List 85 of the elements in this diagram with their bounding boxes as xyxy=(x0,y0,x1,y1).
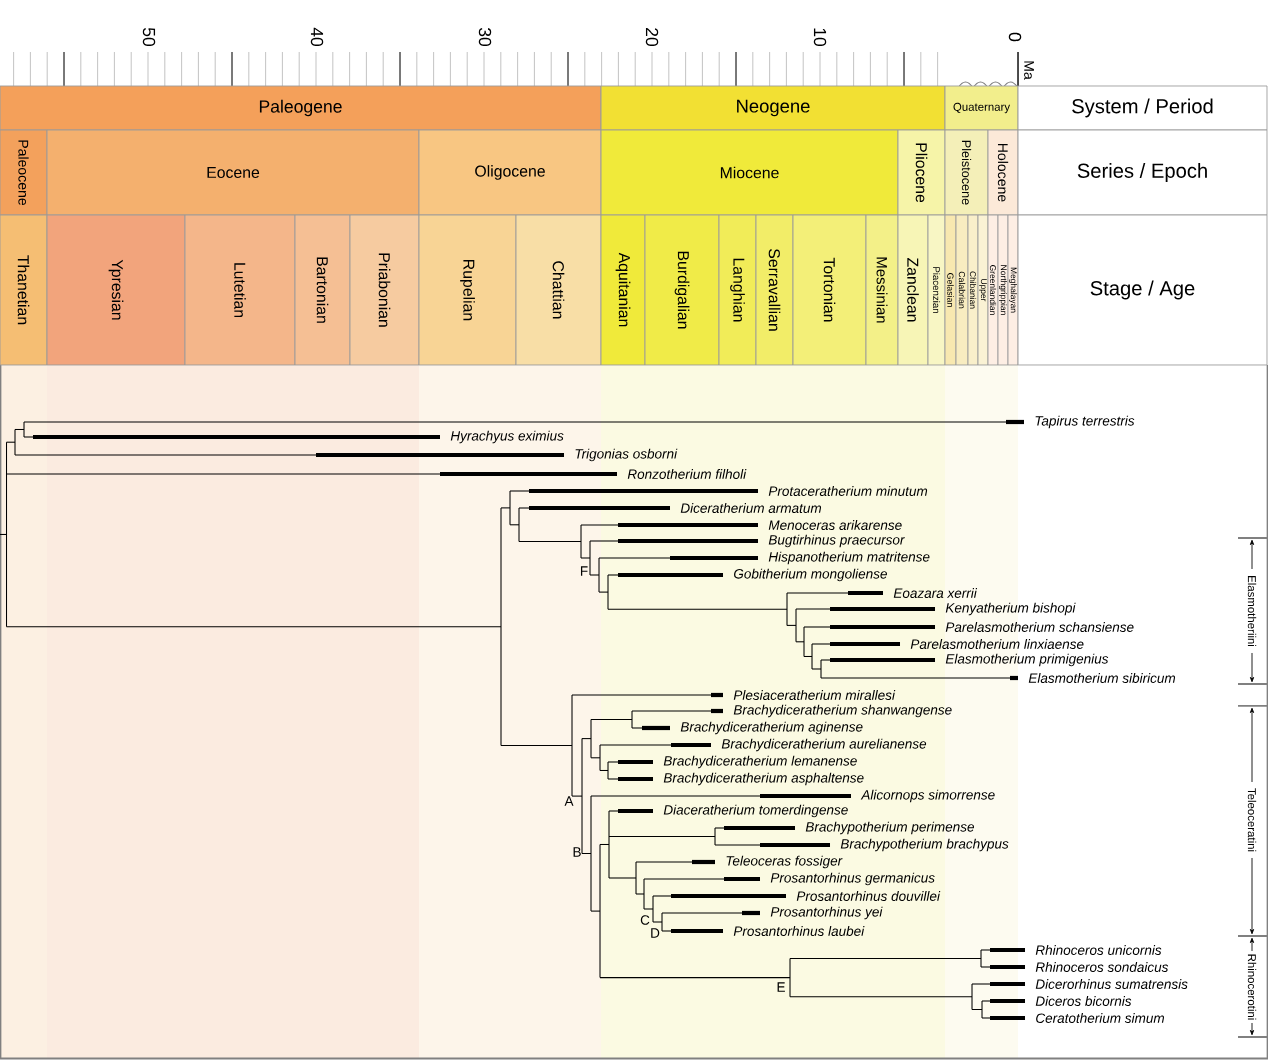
stage-cell: Upper xyxy=(977,214,989,366)
stage-cell: Meghalayan xyxy=(1007,214,1019,366)
stage-cell: Calabrian xyxy=(955,214,969,366)
axis-tick-label: 30 xyxy=(478,27,492,47)
stage-cell: Tortonian xyxy=(792,214,867,366)
clade-letter: F xyxy=(581,566,588,576)
axis-tick-label: 50 xyxy=(142,27,156,47)
taxon-name: Brachydiceratherium aginense xyxy=(680,721,863,735)
taxon-name: Parelasmotherium linxiaense xyxy=(910,639,1084,649)
taxon-name: Hyrachyus eximius xyxy=(450,430,564,444)
taxon-name: Elasmotherium sibiricum xyxy=(1028,673,1176,683)
taxon-name: Teleoceras fossiger xyxy=(726,855,843,869)
taxon-name: Tapirus terrestris xyxy=(1035,415,1135,429)
clade-letter: C xyxy=(640,915,650,925)
stage-cell: Zanclean xyxy=(897,214,929,366)
taxon-name: Bugtirhinus praecursor xyxy=(768,534,905,548)
taxon-name: Ronzotherium filholi xyxy=(627,469,747,479)
taxon-name: Rhinoceros sondaicus xyxy=(1035,962,1169,972)
stage-cell: Burdigalian xyxy=(644,214,720,366)
stage-cell: Messinian xyxy=(865,214,899,366)
axis-tick-label: 10 xyxy=(813,28,827,47)
epoch-cell: Eocene xyxy=(46,129,420,216)
header-cell: System / Period xyxy=(1017,85,1268,131)
stage-cell: Aquitanian xyxy=(600,214,646,366)
taxon-name: Trigonias osborni xyxy=(575,448,678,462)
period-cell: Neogene xyxy=(600,85,946,131)
stage-cell: Chattian xyxy=(515,214,602,366)
clade-letter: A xyxy=(564,796,574,806)
taxon-name: Brachydiceratherium lemanense xyxy=(663,755,857,769)
taxon-name: Parelasmotherium schansiense xyxy=(945,622,1134,632)
epoch-cell: Holocene xyxy=(987,129,1019,216)
clade-letter: B xyxy=(573,847,581,857)
axis-tick-label: 40 xyxy=(310,27,324,47)
taxon-name: Diceros bicornis xyxy=(1035,996,1132,1006)
clade-name: Rhinocerotini xyxy=(1247,954,1257,1020)
taxon-name: Brachydiceratherium aurelianense xyxy=(721,738,927,752)
stage-cell: Greenlandian xyxy=(987,214,999,366)
period-cell: Paleogene xyxy=(0,85,602,131)
taxon-name: Diceratherium armatum xyxy=(680,503,822,513)
epoch-cell: Pleistocene xyxy=(944,129,989,216)
taxon-name: Brachydiceratherium asphaltense xyxy=(663,772,864,786)
taxon-name: Prosantorhinus laubei xyxy=(733,926,865,936)
stage-cell: Rupelian xyxy=(418,214,517,366)
taxon-name: Diaceratherium tomerdingense xyxy=(663,804,848,818)
stage-cell: Chibanian xyxy=(967,214,979,366)
taxon-name: Ceratotherium simum xyxy=(1036,1013,1164,1023)
taxon-name: Dicerorhinus sumatrensis xyxy=(1035,979,1188,989)
taxon-name: Prosantorhinus yei xyxy=(770,906,883,920)
epoch-cell: Oligocene xyxy=(418,129,602,216)
stage-cell: Thanetian xyxy=(0,214,48,366)
stage-cell: Lutetian xyxy=(184,214,296,366)
taxon-name: Prosantorhinus germanicus xyxy=(770,872,935,886)
clade-letter: E xyxy=(777,982,785,992)
taxon-name: Brachypotherium perimense xyxy=(805,821,974,835)
taxon-name: Alicornops simorrense xyxy=(860,789,995,803)
taxon-name: Gobitherium mongoliense xyxy=(734,568,887,582)
taxon-name: Protaceratherium minutum xyxy=(768,486,928,496)
stage-cell: Ypresian xyxy=(46,214,186,366)
taxon-name: Hispanotherium matritense xyxy=(768,551,930,565)
stage-cell: Langhian xyxy=(718,214,757,366)
stage-cell: Bartonian xyxy=(294,214,351,366)
taxon-name: Elasmotherium primigenius xyxy=(945,653,1109,667)
axis-tick-label: 20 xyxy=(645,28,659,47)
epoch-cell: Paleocene xyxy=(0,129,48,216)
stage-cell: Gelasian xyxy=(944,214,957,366)
header-cell: Stage / Age xyxy=(1017,214,1268,366)
axis-tick-label: 0 xyxy=(1008,32,1022,42)
stage-cell: Serravallian xyxy=(755,214,794,366)
taxon-name: Brachypotherium brachypus xyxy=(840,838,1009,852)
stage-cell: Northgrippian xyxy=(997,214,1009,366)
period-cell: Quaternary xyxy=(944,85,1019,131)
taxon-name: Prosantorhinus douvillei xyxy=(796,891,941,901)
header-cell: Series / Epoch xyxy=(1017,129,1268,216)
clade-letter: D xyxy=(651,928,660,938)
epoch-cell: Pliocene xyxy=(897,129,946,216)
taxon-name: Brachydiceratherium shanwangense xyxy=(733,704,952,718)
taxon-name: Plesiaceratherium mirallesi xyxy=(733,690,896,700)
stage-cell: Priabonian xyxy=(349,214,420,366)
taxon-name: Menoceras arikarense xyxy=(768,520,902,530)
axis-unit-label: Ma xyxy=(1024,61,1034,80)
clade-name: Elasmotheriini xyxy=(1247,576,1257,647)
clade-name: Teleoceratini xyxy=(1247,788,1257,852)
taxon-name: Kenyatherium bishopi xyxy=(945,602,1076,616)
taxon-name: Rhinoceros unicornis xyxy=(1035,945,1162,955)
taxon-name: Eoazara xerrii xyxy=(893,588,978,598)
